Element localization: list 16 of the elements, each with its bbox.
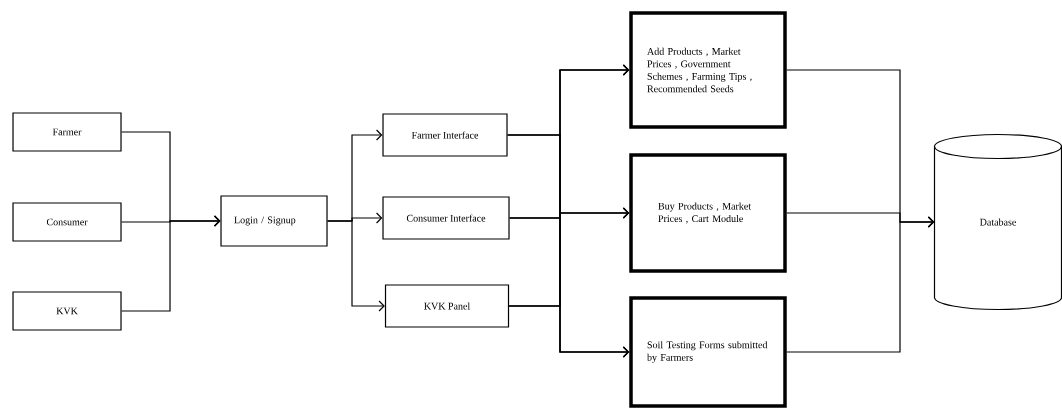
module-box: Soil Testing Forms submitted by Farmers (629, 296, 787, 408)
interface-box: KVK Panel (384, 284, 510, 328)
entity-box: Consumer (12, 202, 122, 242)
arrow (121, 215, 221, 312)
entity-box: Farmer (12, 112, 122, 152)
arrow (786, 216, 935, 353)
interface-box: Farmer Interface (382, 113, 508, 157)
interface-box: Consumer Interface (382, 196, 510, 240)
entity-box: KVK (12, 291, 122, 331)
node-label: Database (979, 218, 1016, 226)
module-box: Buy Products , Market Prices , Cart Module (629, 153, 787, 273)
process-box: Login / Signup (220, 195, 328, 247)
database-cylinder: Database (933, 133, 1062, 311)
arrow (508, 305, 630, 358)
module-box: Add Products , Market Prices , Government Schemes , Farming Tips , Recommended Seeds (629, 11, 787, 129)
arrow (327, 220, 385, 312)
